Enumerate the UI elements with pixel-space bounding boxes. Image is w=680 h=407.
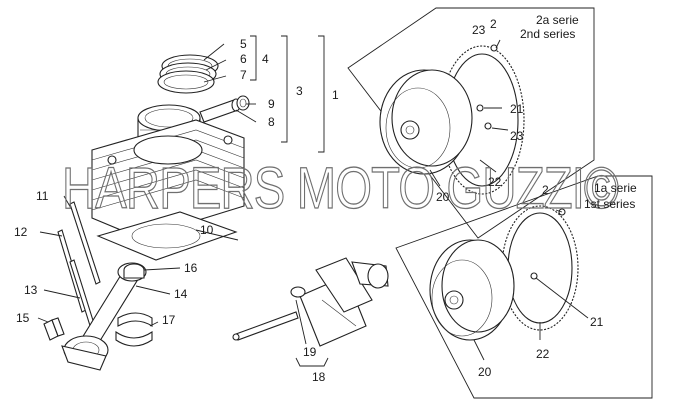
big-end-bearing-shells (115, 312, 153, 347)
callout-21-2nd-series: 21 (510, 102, 524, 116)
panel-1st-series (395, 175, 653, 399)
callout-labels: 5 6 4 7 3 1 9 8 10 11 12 13 15 16 14 17 … (14, 17, 604, 384)
callout-2-2nd-series: 2 (490, 17, 497, 31)
callout-17: 17 (162, 313, 176, 327)
circlip (236, 95, 250, 111)
callout-22-2nd-series: 22 (488, 175, 502, 189)
callout-10: 10 (200, 223, 214, 237)
bracket-4 (250, 35, 257, 81)
note-1st-series-italian: 1a serie (594, 181, 637, 195)
note-2nd-series-italian: 2a serie (536, 13, 579, 27)
callout-21-1st-series: 21 (590, 315, 604, 329)
callout-23-top: 23 (472, 23, 486, 37)
callout-11: 11 (36, 189, 49, 203)
piston-pin (199, 98, 241, 123)
flywheel-1st-series (429, 205, 579, 341)
panel-2nd-series (347, 7, 595, 239)
callout-6: 6 (240, 52, 247, 66)
callout-18: 18 (312, 370, 326, 384)
callout-22-1st-series: 22 (536, 347, 550, 361)
callout-20-1st-series: 20 (478, 365, 492, 379)
callout-1: 1 (332, 88, 339, 102)
note-1st-series-english: 1st series (584, 197, 635, 211)
note-2nd-series-english: 2nd series (520, 27, 575, 41)
crankshaft (232, 257, 389, 347)
bracket-18 (295, 357, 329, 367)
stud-11 (69, 201, 101, 285)
watermark-text: HARPERS MOTO GUZZI© (62, 156, 618, 221)
flywheel-2nd-series (379, 44, 525, 195)
callout-12: 12 (14, 225, 28, 239)
callout-4: 4 (262, 52, 269, 66)
callout-23-lower: 23 (510, 129, 524, 143)
piston-rings (157, 54, 219, 94)
callout-9: 9 (268, 97, 275, 111)
cylinder-base-gasket (96, 211, 238, 261)
callout-13: 13 (24, 283, 38, 297)
callout-19: 19 (303, 345, 317, 359)
callout-15: 15 (16, 311, 30, 325)
cylinder (91, 119, 245, 239)
callout-14: 14 (174, 287, 188, 301)
small-end-bush (123, 263, 145, 279)
bracket-1 (318, 35, 325, 153)
bolt-15 (43, 317, 65, 341)
callout-5: 5 (240, 37, 247, 51)
callout-16: 16 (184, 261, 198, 275)
bracket-3 (281, 35, 288, 143)
callout-20-2nd-series: 20 (436, 190, 450, 204)
callout-8: 8 (268, 115, 275, 129)
callout-3: 3 (296, 84, 303, 98)
callout-2-1st-series: 2 (542, 183, 549, 197)
callout-7: 7 (240, 68, 247, 82)
leader-lines (37, 39, 589, 361)
